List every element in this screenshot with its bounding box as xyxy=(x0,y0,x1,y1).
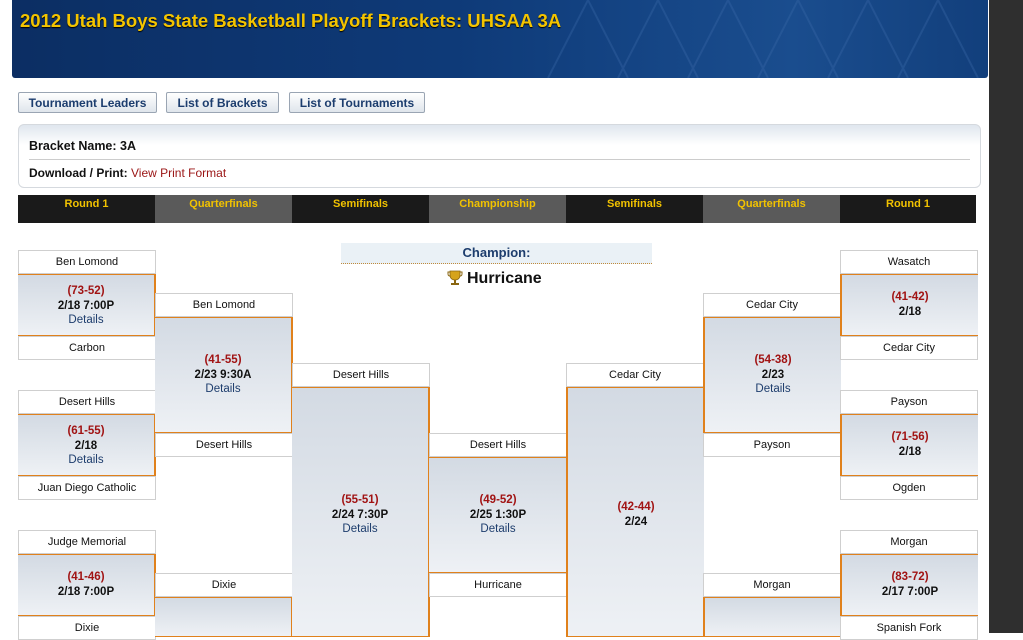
game-right-r1-3: (83-72) 2/17 7:00P xyxy=(840,554,978,616)
page-banner: 2012 Utah Boys State Basketball Playoff … xyxy=(12,0,988,78)
round-header-left-r1: Round 1 xyxy=(18,195,155,223)
window-scroll-gutter xyxy=(989,0,1023,633)
score: (49-52) xyxy=(479,494,517,506)
list-of-brackets-button[interactable]: List of Brackets xyxy=(166,92,279,113)
team-left-r1-g1-bottom: Carbon xyxy=(18,336,156,360)
game-date: 2/24 xyxy=(624,515,648,528)
team-right-r1-g2-bottom: Ogden xyxy=(840,476,978,500)
score: (41-42) xyxy=(891,291,929,303)
game-left-r1-1: (73-52) 2/18 7:00P Details xyxy=(18,274,156,336)
round-header-right-sf: Semifinals xyxy=(566,195,703,223)
team-left-r1-g2-bottom: Juan Diego Catholic xyxy=(18,476,156,500)
game-right-qf-1: (54-38) 2/23 Details xyxy=(703,317,841,433)
banner-pattern xyxy=(547,0,979,78)
team-left-qf-g1-bottom: Desert Hills xyxy=(155,433,293,457)
game-date: 2/23 9:30A xyxy=(194,368,252,381)
score: (73-52) xyxy=(67,285,105,297)
game-right-r1-2: (71-56) 2/18 xyxy=(840,414,978,476)
game-left-sf: (55-51) 2/24 7:30P Details xyxy=(292,387,430,637)
score: (41-55) xyxy=(204,354,242,366)
list-of-tournaments-button[interactable]: List of Tournaments xyxy=(289,92,425,113)
team-left-r1-g2-top: Desert Hills xyxy=(18,390,156,414)
score: (41-46) xyxy=(67,571,105,583)
details-link[interactable]: Details xyxy=(342,523,378,535)
game-right-sf: (42-44) 2/24 xyxy=(566,387,704,637)
download-label: Download / Print: xyxy=(29,166,128,180)
view-print-format-link[interactable]: View Print Format xyxy=(131,166,227,180)
score: (42-44) xyxy=(617,501,655,513)
game-date: 2/18 xyxy=(74,439,98,452)
team-right-r1-g1-bottom: Cedar City xyxy=(840,336,978,360)
details-link[interactable]: Details xyxy=(68,454,104,466)
team-left-qf-g1-top: Ben Lomond xyxy=(155,293,293,317)
game-championship: (49-52) 2/25 1:30P Details xyxy=(429,457,567,573)
round-header-right-qf: Quarterfinals xyxy=(703,195,840,223)
score: (61-55) xyxy=(67,425,105,437)
round-header-left-sf: Semifinals xyxy=(292,195,429,223)
round-header-left-qf: Quarterfinals xyxy=(155,195,292,223)
bracket-name-line: Bracket Name: 3A xyxy=(29,139,136,153)
team-final-bottom: Hurricane xyxy=(429,573,567,597)
round-header-right-r1: Round 1 xyxy=(840,195,976,223)
game-date: 2/24 7:30P xyxy=(331,508,389,521)
bracket-info-panel: Bracket Name: 3A Download / Print: View … xyxy=(18,124,981,188)
champion-name: Hurricane xyxy=(467,270,542,287)
team-right-r1-g3-top: Morgan xyxy=(840,530,978,554)
team-right-r1-g3-bottom: Spanish Fork xyxy=(840,616,978,640)
score: (54-38) xyxy=(754,354,792,366)
game-date: 2/17 7:00P xyxy=(881,585,939,598)
team-right-qf-g1-bottom: Payson xyxy=(703,433,841,457)
details-link[interactable]: Details xyxy=(68,314,104,326)
trophy-icon xyxy=(447,270,463,285)
details-link[interactable]: Details xyxy=(755,383,791,395)
champion-label: Champion: xyxy=(341,243,652,264)
details-link[interactable]: Details xyxy=(480,523,516,535)
team-right-r1-g2-top: Payson xyxy=(840,390,978,414)
team-left-qf-g2-top: Dixie xyxy=(155,573,293,597)
game-date: 2/18 xyxy=(898,305,922,318)
details-link[interactable]: Details xyxy=(205,383,241,395)
download-line: Download / Print: View Print Format xyxy=(29,166,226,180)
game-date: 2/18 7:00P xyxy=(57,585,115,598)
game-date: 2/18 xyxy=(898,445,922,458)
score: (83-72) xyxy=(891,571,929,583)
info-divider xyxy=(29,159,970,160)
team-right-qf-g2-top: Morgan xyxy=(703,573,841,597)
game-left-qf-1: (41-55) 2/23 9:30A Details xyxy=(155,317,293,433)
team-left-r1-g1-top: Ben Lomond xyxy=(18,250,156,274)
game-right-qf-2 xyxy=(703,597,841,637)
game-date: 2/23 xyxy=(761,368,785,381)
team-left-r1-g3-top: Judge Memorial xyxy=(18,530,156,554)
team-right-r1-g1-top: Wasatch xyxy=(840,250,978,274)
game-left-qf-2 xyxy=(155,597,293,637)
bracket-name-label: Bracket Name: xyxy=(29,139,117,153)
round-header-championship: Championship xyxy=(429,195,566,223)
game-left-r1-2: (61-55) 2/18 Details xyxy=(18,414,156,476)
score: (71-56) xyxy=(891,431,929,443)
game-date: 2/25 1:30P xyxy=(469,508,527,521)
game-date: 2/18 7:00P xyxy=(57,299,115,312)
team-right-sf-top: Cedar City xyxy=(566,363,704,387)
team-left-sf-top: Desert Hills xyxy=(292,363,430,387)
game-right-r1-1: (41-42) 2/18 xyxy=(840,274,978,336)
tournament-leaders-button[interactable]: Tournament Leaders xyxy=(18,92,157,113)
page-title: 2012 Utah Boys State Basketball Playoff … xyxy=(20,10,562,31)
score: (55-51) xyxy=(341,494,379,506)
team-left-r1-g3-bottom: Dixie xyxy=(18,616,156,640)
team-right-qf-g1-top: Cedar City xyxy=(703,293,841,317)
team-final-top: Desert Hills xyxy=(429,433,567,457)
bracket-name-value: 3A xyxy=(120,139,137,153)
game-left-r1-3: (41-46) 2/18 7:00P xyxy=(18,554,156,616)
